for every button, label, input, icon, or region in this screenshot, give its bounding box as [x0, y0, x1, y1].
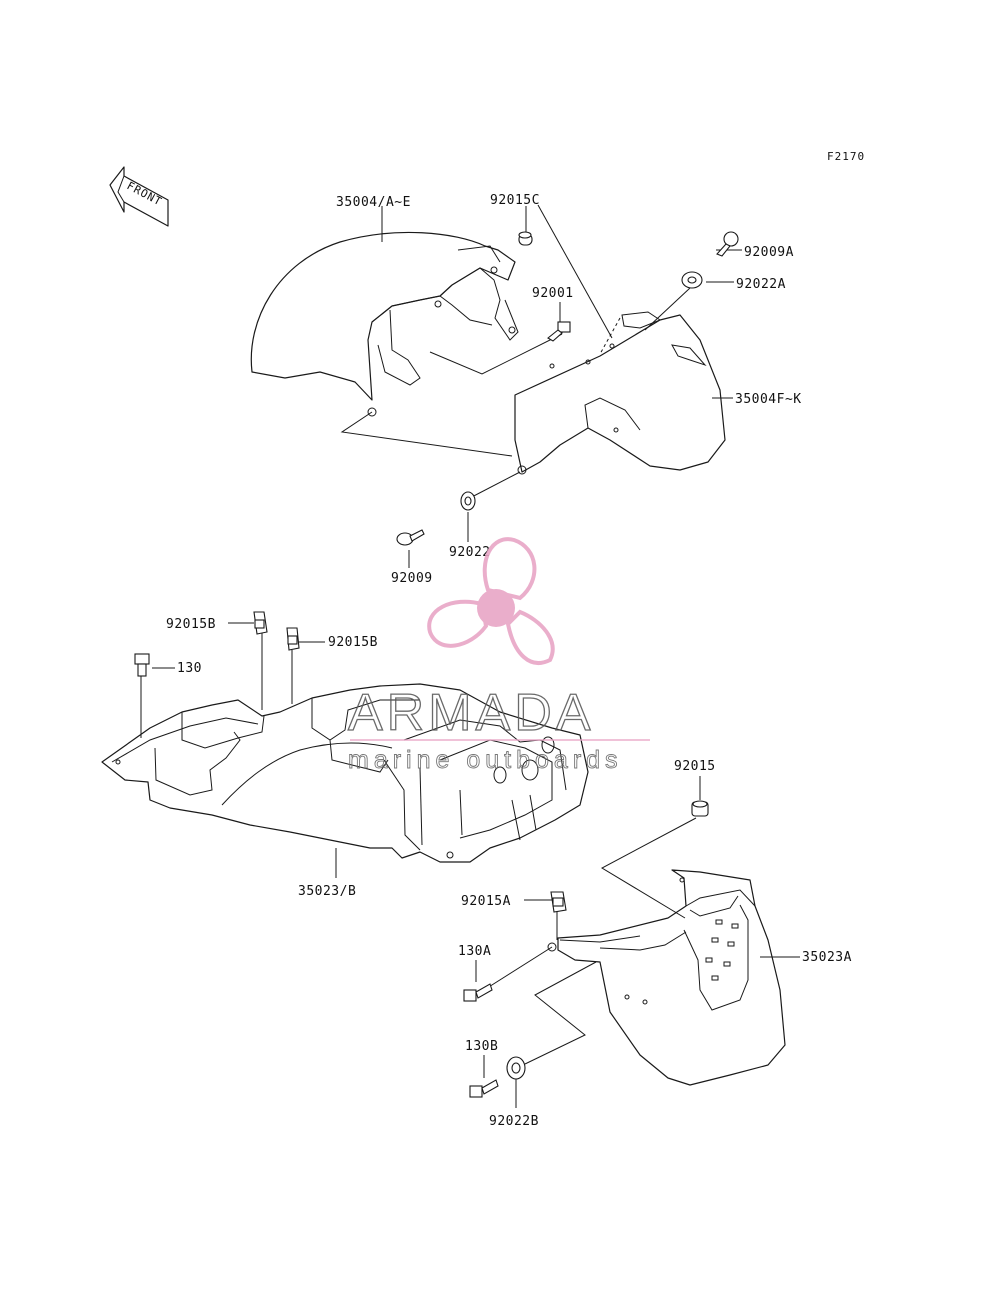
label-92009a: 92009A	[744, 245, 794, 260]
label-35023-b: 35023/B	[298, 884, 356, 899]
propeller-logo-icon	[427, 537, 555, 665]
bolt-130b	[469, 1079, 499, 1098]
watermark: ARMADA marine outboards	[347, 537, 650, 774]
label-35004-f-k: 35004F~K	[735, 392, 802, 407]
label-92015c: 92015C	[490, 193, 540, 208]
watermark-tagline: marine outboards	[348, 746, 623, 774]
label-92009: 92009	[391, 571, 433, 586]
bolt-130	[134, 653, 150, 677]
bolt-92009	[396, 529, 425, 546]
washer-92015c	[518, 231, 533, 246]
bolt-92001	[547, 321, 571, 342]
propeller-hub	[477, 589, 515, 627]
bolt-92009a	[716, 231, 739, 257]
label-92015b-right: 92015B	[328, 635, 378, 650]
label-92022b: 92022B	[489, 1114, 539, 1129]
label-92001: 92001	[532, 286, 574, 301]
washer-92022a	[681, 271, 703, 289]
propeller-blade-top	[482, 537, 537, 601]
label-92022a: 92022A	[736, 277, 786, 292]
watermark-brand: ARMADA	[348, 684, 594, 742]
washer-92022b	[506, 1056, 526, 1080]
rear-fender-part	[547, 869, 786, 1086]
label-92015b-left: 92015B	[166, 617, 216, 632]
nut-92015a	[550, 891, 567, 913]
front-fender-part	[250, 231, 519, 417]
nut-92015b-left	[253, 611, 268, 635]
propeller-blade-right	[505, 609, 555, 665]
front-fender-rear-part	[514, 311, 726, 475]
figure-code: F2170	[827, 150, 865, 163]
label-92015: 92015	[674, 759, 716, 774]
label-92022: 92022	[449, 545, 491, 560]
label-92015a: 92015A	[461, 894, 511, 909]
rear-leader-lines	[475, 776, 800, 1108]
label-130b: 130B	[465, 1039, 498, 1054]
label-130: 130	[177, 661, 202, 676]
nut-92015b-right	[286, 627, 300, 651]
propeller-blade-left	[427, 599, 489, 648]
washer-92022	[460, 491, 476, 511]
rear-inner-leader-lines	[140, 622, 337, 878]
nut-92015	[691, 800, 709, 817]
label-130a: 130A	[458, 944, 491, 959]
label-35023a: 35023A	[802, 950, 852, 965]
label-35004-a-e: 35004/A~E	[336, 195, 411, 210]
front-arrow-icon: FRONT	[109, 166, 169, 227]
bolt-130a	[463, 983, 493, 1002]
rear-inner-fender-part	[101, 683, 589, 863]
